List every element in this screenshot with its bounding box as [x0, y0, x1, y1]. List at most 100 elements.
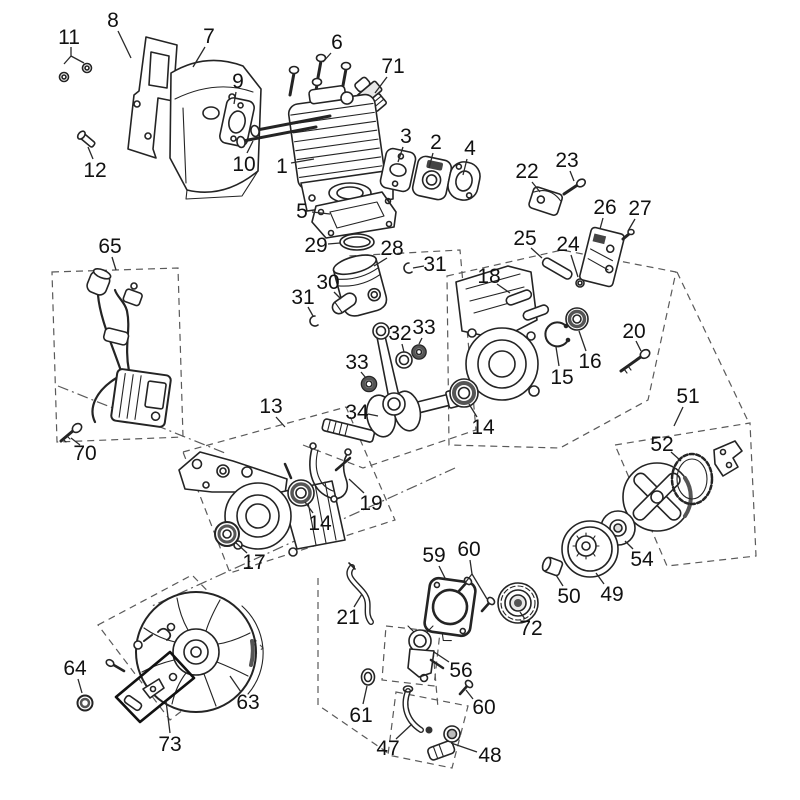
piston-clip-left — [309, 315, 319, 327]
part-label-29: 29 — [304, 234, 327, 257]
part-label-24: 24 — [556, 233, 580, 256]
leader-line-13 — [275, 416, 286, 428]
cylinder-mount-bolts — [236, 114, 332, 149]
oil-pump-56 — [407, 625, 445, 683]
part-label-15: 15 — [550, 366, 573, 389]
part-label-21: 21 — [336, 606, 359, 629]
leader-line-31r — [412, 265, 425, 269]
part-label-26: 26 — [593, 196, 616, 219]
leader-line-14b — [304, 501, 314, 514]
part-label-33l: 33 — [345, 351, 368, 374]
leader-line-71 — [374, 76, 388, 94]
part-label-50: 50 — [557, 585, 580, 608]
fuel-hose-21 — [346, 562, 374, 625]
intake-gasket — [379, 147, 417, 193]
exhaust-gasket — [219, 97, 255, 147]
part-label-1: 1 — [276, 155, 288, 178]
leader-line-11 — [70, 55, 85, 64]
flywheel-nut-64 — [76, 694, 94, 712]
part-label-18: 18 — [477, 265, 500, 288]
part-label-70: 70 — [73, 442, 96, 465]
part-label-14b: 14 — [308, 512, 332, 535]
leader-line-25 — [530, 247, 543, 259]
leader-line-32 — [401, 343, 405, 353]
leader-line-7 — [192, 46, 206, 68]
reed-plate-26 — [579, 226, 625, 288]
washer-32 — [395, 351, 413, 369]
clutch-plate-59 — [423, 576, 477, 642]
box-clutch-51 — [614, 422, 757, 567]
part-label-63: 63 — [236, 691, 259, 714]
leader-line-24 — [570, 254, 579, 278]
leader-line-72 — [519, 611, 526, 620]
box-fuel-line-47 — [387, 691, 469, 769]
leader-line-59 — [438, 565, 447, 581]
carb-spacer — [411, 155, 453, 201]
leader-line-60b — [465, 689, 474, 700]
part-label-56: 56 — [449, 659, 472, 682]
base-gasket — [311, 191, 397, 239]
leader-line-14a — [468, 403, 478, 418]
leader-line-5 — [311, 211, 331, 215]
leader-line-65 — [111, 256, 117, 271]
crankcase-right — [455, 265, 540, 401]
leader-line-26 — [599, 217, 604, 230]
screw-60-bottom — [458, 679, 474, 696]
box-crankcase-18 — [446, 249, 677, 449]
leader-line-27 — [627, 218, 636, 232]
flywheel — [135, 591, 264, 713]
part-label-72: 72 — [519, 617, 542, 640]
washer-33-right — [411, 344, 427, 360]
leader-line-60t — [471, 573, 488, 600]
leader-line-15 — [555, 346, 560, 367]
leader-line-54 — [624, 540, 634, 550]
part-label-10: 10 — [232, 153, 255, 176]
crankcase-left — [178, 451, 352, 557]
leader-line-17 — [234, 541, 248, 554]
part-label-13: 13 — [259, 395, 282, 418]
part-label-12: 12 — [83, 159, 106, 182]
bushing-50 — [541, 556, 564, 577]
part-label-47: 47 — [376, 737, 399, 760]
part-label-11: 11 — [58, 26, 80, 49]
leader-line-28 — [373, 257, 388, 267]
bearing-14-right — [449, 378, 479, 408]
leader-line-30 — [333, 291, 342, 300]
leader-line-21 — [353, 593, 363, 608]
leader-line-10 — [246, 140, 254, 154]
part-label-5: 5 — [296, 200, 308, 223]
piston-clip-right — [403, 262, 413, 274]
screw-27 — [621, 228, 635, 241]
part-label-2: 2 — [430, 131, 442, 154]
dash-edge — [432, 649, 439, 709]
part-label-27: 27 — [628, 197, 651, 220]
part-label-7: 7 — [203, 25, 215, 48]
leader-line-12 — [87, 146, 94, 160]
part-label-6: 6 — [331, 31, 343, 54]
fuel-filter-48 — [427, 725, 461, 761]
part-label-17: 17 — [242, 551, 265, 574]
part-label-61: 61 — [349, 704, 372, 727]
leader-line-31l — [307, 306, 314, 317]
leader-line-16 — [578, 330, 587, 352]
part-label-54: 54 — [630, 548, 654, 571]
dowel-pins — [505, 289, 550, 321]
clutch-hub-72 — [497, 582, 539, 624]
part-label-60t: 60 — [457, 538, 480, 561]
box-pump-edge — [317, 578, 389, 754]
clutch-rotor — [622, 462, 693, 532]
bracket-nuts — [58, 62, 93, 83]
part-label-20: 20 — [622, 320, 645, 343]
leader-line-64 — [77, 678, 83, 694]
pawl-springs — [133, 622, 176, 650]
leader-line-18 — [496, 283, 511, 294]
leader-line-47 — [395, 723, 413, 740]
leader-line-11 — [63, 47, 72, 65]
coil-screw-70 — [59, 422, 83, 443]
sprocket-drum-49 — [561, 520, 619, 578]
oil-seal-17 — [214, 521, 240, 547]
screws-60-top — [457, 576, 496, 613]
part-label-8: 8 — [107, 9, 119, 32]
